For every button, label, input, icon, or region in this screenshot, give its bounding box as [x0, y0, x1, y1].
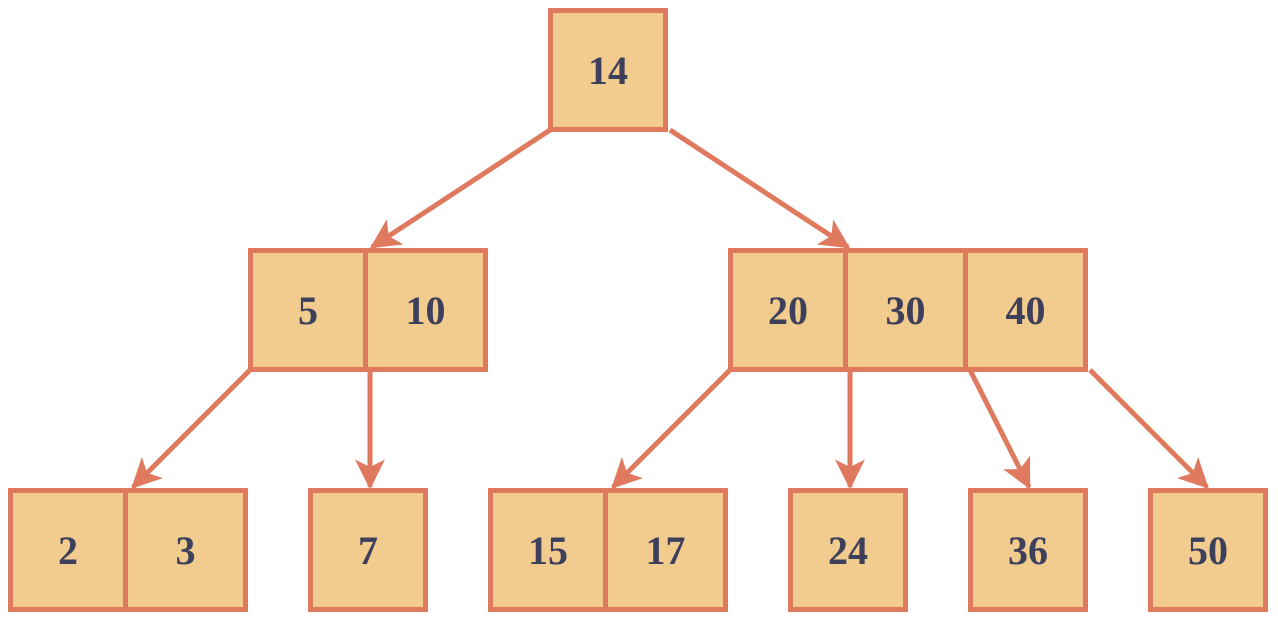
node-key: 24 — [788, 488, 908, 612]
node-key: 20 — [728, 248, 848, 372]
edge-5-10-to-2-3 — [131, 368, 252, 489]
node-key: 14 — [548, 8, 668, 132]
edge-14-to-20-30-40 — [668, 127, 851, 250]
tree-node-5-10: 5 10 — [248, 248, 488, 372]
tree-node-50: 50 — [1148, 488, 1268, 612]
tree-node-root: 14 — [548, 8, 668, 132]
node-key: 7 — [308, 488, 428, 612]
node-key: 36 — [968, 488, 1088, 612]
node-key: 17 — [603, 488, 728, 612]
tree-node-36: 36 — [968, 488, 1088, 612]
edge-20-30-40-to-36 — [967, 368, 1032, 490]
node-key: 50 — [1148, 488, 1268, 612]
edge-20-30-40-to-50 — [1088, 368, 1209, 489]
node-key: 3 — [123, 488, 248, 612]
tree-node-7: 7 — [308, 488, 428, 612]
tree-node-15-17: 15 17 — [488, 488, 728, 612]
edge-20-30-40-to-15-17 — [611, 368, 732, 489]
node-key: 5 — [248, 248, 368, 372]
tree-node-24: 24 — [788, 488, 908, 612]
edge-14-to-5-10 — [369, 127, 552, 250]
node-key: 30 — [843, 248, 968, 372]
node-key: 10 — [363, 248, 488, 372]
tree-node-2-3: 2 3 — [8, 488, 248, 612]
node-key: 2 — [8, 488, 128, 612]
tree-node-20-30-40: 20 30 40 — [728, 248, 1088, 372]
node-key: 40 — [963, 248, 1088, 372]
node-key: 15 — [488, 488, 608, 612]
